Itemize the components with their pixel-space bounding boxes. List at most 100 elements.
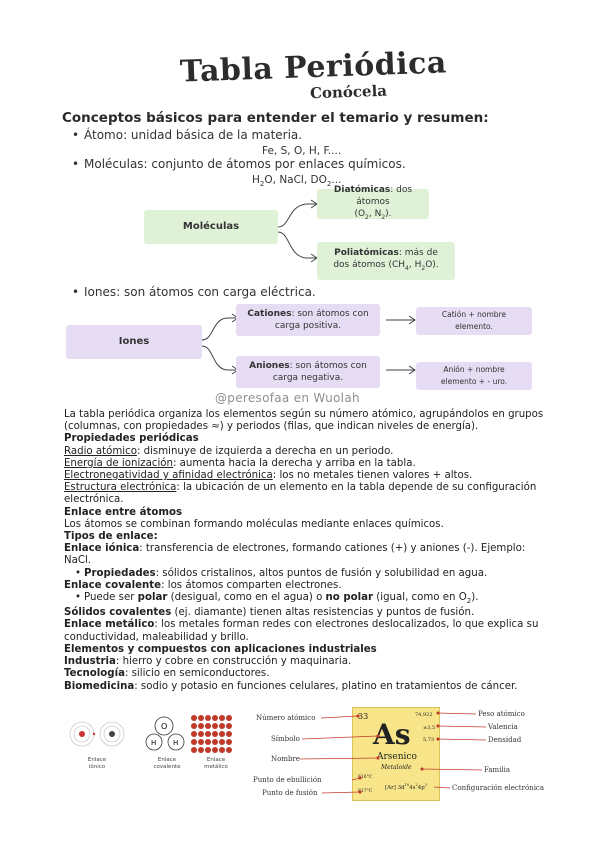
metal-atom: [198, 739, 204, 745]
metal-atom: [226, 731, 232, 737]
tipos-heading: Tipos de enlace:: [64, 531, 158, 543]
metal-atom: [205, 715, 211, 721]
page-subtitle: Conócela: [309, 81, 388, 103]
bullet-iones: Iones: son átomos con carga eléctrica.: [72, 285, 316, 299]
label-peso-atomico: Peso atómico: [478, 710, 525, 718]
metal-atom: [226, 715, 232, 721]
page-title: Tabla Periódica: [179, 45, 448, 90]
svg-text:H: H: [151, 739, 156, 747]
metal-atom: [198, 731, 204, 737]
electron-config: [Ar] 3d104s24p3: [385, 783, 427, 791]
metal-atom: [205, 739, 211, 745]
watermark: @peresofaa en Wuolah: [215, 391, 360, 405]
metal-atom: [212, 715, 218, 721]
metal-atom: [219, 747, 225, 753]
metal-atom: [212, 723, 218, 729]
enlace-heading: Enlace entre átomos: [64, 506, 183, 518]
propiedades-heading: Propiedades periódicas: [64, 433, 199, 445]
metal-atom: [191, 723, 197, 729]
label-simbolo: Símbolo: [271, 735, 300, 743]
metal-atom: [219, 715, 225, 721]
atomo-examples: Fe, S, O, H, F....: [262, 145, 342, 157]
propiedades-bullet: Propiedades: sólidos cristalinos, altos …: [64, 568, 554, 580]
label-fusion: Punto de fusión: [262, 789, 318, 797]
metallic-bond-icon: [191, 715, 232, 753]
metal-atom: [191, 739, 197, 745]
metal-atom: [198, 715, 204, 721]
label-nombre: Nombre: [271, 755, 300, 763]
bullet-atomo: Átomo: unidad básica de la materia.: [72, 128, 302, 142]
metal-atom: [205, 731, 211, 737]
aplicaciones-heading: Elementos y compuestos con aplicaciones …: [64, 643, 377, 655]
label-familia: Familia: [484, 766, 511, 774]
energia-line: Energía de ionización: aumenta hacia la …: [64, 457, 416, 469]
electro-line: Electronegatividad y afinidad electrónic…: [64, 470, 473, 482]
metal-atom: [219, 739, 225, 745]
iones-box: Iones: [66, 325, 202, 359]
bond-illustrations: O H H: [69, 715, 232, 753]
diatomicas-box: Diatómicas: dos átomos(O2, N2).: [317, 185, 429, 221]
metal-atom: [191, 731, 197, 737]
polar-bullet: Puede ser polar (desigual, como en el ag…: [64, 592, 554, 607]
estructura-line: Estructura electrónica: la ubicación de …: [64, 482, 537, 506]
bullet-moleculas: Moléculas: conjunto de átomos por enlace…: [72, 157, 406, 171]
melting-point: 817°C: [358, 789, 373, 794]
metal-atom: [219, 731, 225, 737]
covalent-bond-icon: O H H: [145, 716, 185, 751]
element-card: 33 74,922 ±3,5 5,73 As Arsenico Metaloid…: [352, 707, 440, 801]
metal-atom: [212, 731, 218, 737]
label-densidad: Densidad: [488, 736, 522, 744]
ionico-line: Enlace iónica: transferencia de electron…: [64, 543, 526, 567]
iones-connectors: [201, 313, 239, 375]
metal-atom: [226, 739, 232, 745]
element-name: Arsenico: [377, 752, 417, 762]
solidos-line: Sólidos covalentes (ej. diamante) tienen…: [64, 607, 475, 619]
metal-atom: [198, 747, 204, 753]
iones-arrows: [386, 315, 416, 374]
moleculas-connectors: [277, 199, 318, 263]
boiling-point: 616°C: [358, 775, 373, 780]
metal-atom: [205, 747, 211, 753]
svg-text:H: H: [173, 739, 178, 747]
density: 5,73: [423, 737, 435, 743]
industria-line: Industria: hierro y cobre en construcció…: [64, 656, 352, 668]
metal-atom: [191, 715, 197, 721]
svg-text:O: O: [161, 722, 167, 731]
enlace-text: Los átomos se combinan formando molécula…: [64, 518, 444, 530]
label-configuracion: Configuración electrónica: [452, 784, 545, 792]
biomedicina-line: Biomedicina: sodio y potasio en funcione…: [64, 680, 518, 692]
section-heading: Conceptos básicos para entender el temar…: [62, 110, 489, 126]
label-valencia: Valencia: [488, 723, 518, 731]
metal-atom: [212, 747, 218, 753]
metal-atom: [198, 723, 204, 729]
ionic-bond-icon: [69, 721, 125, 747]
covalente-line: Enlace covalente: los átomos comparten e…: [64, 579, 342, 591]
label-ebullicion: Punto de ebullición: [253, 776, 322, 784]
body-text: La tabla periódica organiza los elemento…: [64, 409, 554, 693]
card-leader-lines: [299, 711, 487, 794]
intro-paragraph: La tabla periódica organiza los elemento…: [64, 409, 544, 433]
metal-atom: [191, 747, 197, 753]
valence: ±3,5: [423, 725, 436, 731]
atomic-weight: 74,922: [415, 712, 433, 718]
metal-atom: [226, 747, 232, 753]
radio-line: Radio atómico: disminuye de izquierda a …: [64, 445, 394, 457]
label-numero-atomico: Número atómico: [256, 714, 316, 722]
moleculas-examples: H2O, NaCl, DO2...: [252, 174, 342, 189]
metal-atom: [219, 723, 225, 729]
metalico-line: Enlace metálico: los metales forman rede…: [64, 619, 539, 643]
atomic-number: 33: [358, 712, 369, 721]
tecnologia-line: Tecnología: silicio en semiconductores.: [64, 668, 270, 680]
metal-atom: [205, 723, 211, 729]
metal-atom: [226, 723, 232, 729]
moleculas-box: Moléculas: [144, 210, 278, 244]
element-symbol: As: [373, 718, 411, 751]
